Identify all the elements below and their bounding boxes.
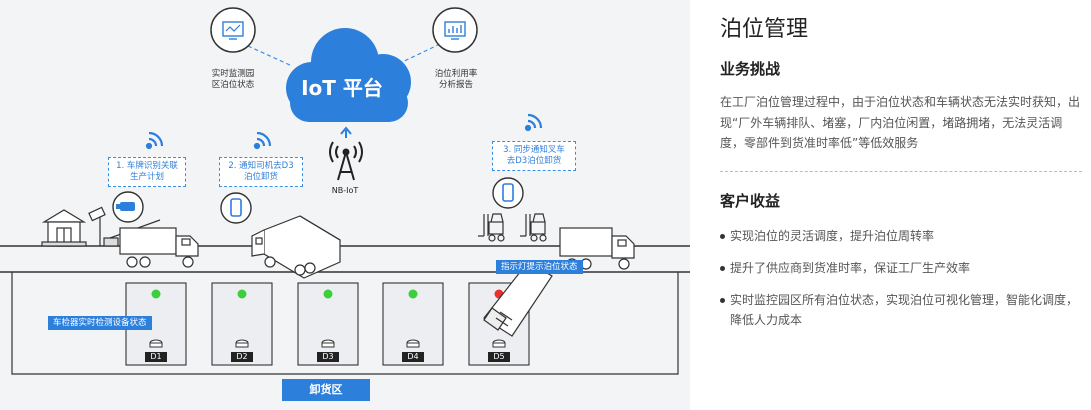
nbiot-label: NB-IoT: [331, 186, 359, 195]
right-node-label: 泊位利用率 分析报告: [434, 69, 478, 90]
cloud-title: IoT 平台: [301, 76, 383, 100]
truck-left-icon: [119, 227, 199, 268]
antenna-icon: [329, 126, 363, 181]
report-icon: [432, 7, 478, 53]
benefit-list: 实现泊位的灵活调度，提升泊位周转率 提升了供应商到货准时率，保证工厂生产效率 实…: [720, 226, 1082, 330]
status-light-D2: [237, 289, 247, 299]
cloud-icon: [286, 28, 411, 122]
challenge-heading: 业务挑战: [720, 60, 781, 78]
forklift-icon-1: [478, 213, 505, 242]
section-divider: [720, 171, 1082, 172]
wifi-icon-2: [253, 131, 272, 150]
benefit-heading: 客户收益: [720, 192, 781, 210]
phone-icon-driver: [220, 192, 252, 224]
slot-status-lights: [151, 289, 504, 299]
wifi-icon-1: [145, 131, 164, 150]
slot-label-D5: D5: [488, 352, 510, 362]
challenge-text: 在工厂泊位管理过程中，由于泊位状态和车辆状态无法实时获知，出现“厂外车辆排队、堵…: [720, 95, 1081, 150]
benefit-item: 提升了供应商到货准时率，保证工厂生产效率: [720, 258, 1082, 278]
docked-truck-icon: [483, 261, 553, 337]
callout-step-1: 1. 车牌识别关联 生产计划: [108, 157, 186, 187]
status-light-D3: [323, 289, 333, 299]
callout-step-3: 3. 同步通知叉车 去D3泊位卸货: [492, 141, 576, 171]
dock-outline: [11, 272, 679, 375]
truck-right-icon: [559, 227, 635, 270]
truck-middle-icon: [251, 215, 341, 279]
wifi-icon-3: [524, 113, 543, 132]
vehicle-detectors: [149, 339, 506, 348]
status-light-D1: [151, 289, 161, 299]
iot-diagram: IoT 平台 实时监测园 区泊位状态 泊位利用率 分析报告 NB-IoT 1. …: [0, 0, 690, 410]
slot-label-D4: D4: [402, 352, 424, 362]
slot-label-D2: D2: [231, 352, 253, 362]
forklift-icon-2: [520, 213, 547, 242]
left-node-label: 实时监测园 区泊位状态: [211, 69, 255, 90]
diagram-graphics: [0, 7, 690, 375]
status-light-D4: [408, 289, 418, 299]
info-panel: 泊位管理 业务挑战 在工厂泊位管理过程中，由于泊位状态和车辆状态无法实时获知，出…: [712, 0, 1091, 410]
plate-camera-icon: [112, 191, 144, 223]
detector-label: 车检器实时检测设备状态: [48, 316, 152, 330]
slot-label-D1: D1: [145, 352, 167, 362]
benefit-item: 实现泊位的灵活调度，提升泊位周转率: [720, 226, 1082, 246]
connector-right: [397, 43, 441, 65]
connector-left: [247, 45, 293, 67]
phone-icon-forklift: [492, 177, 524, 209]
monitor-icon: [210, 7, 256, 53]
benefit-item: 实时监控园区所有泊位状态，实现泊位可视化管理，智能化调度，降低人力成本: [720, 290, 1082, 330]
panel-title: 泊位管理: [720, 17, 809, 42]
indicator-label: 指示灯提示泊位状态: [496, 260, 583, 274]
callout-step-2: 2. 通知司机去D3 泊位卸货: [219, 157, 303, 187]
slot-label-D3: D3: [317, 352, 339, 362]
unload-zone-label: 卸货区: [282, 379, 370, 401]
gate-building-icon: [41, 206, 161, 247]
